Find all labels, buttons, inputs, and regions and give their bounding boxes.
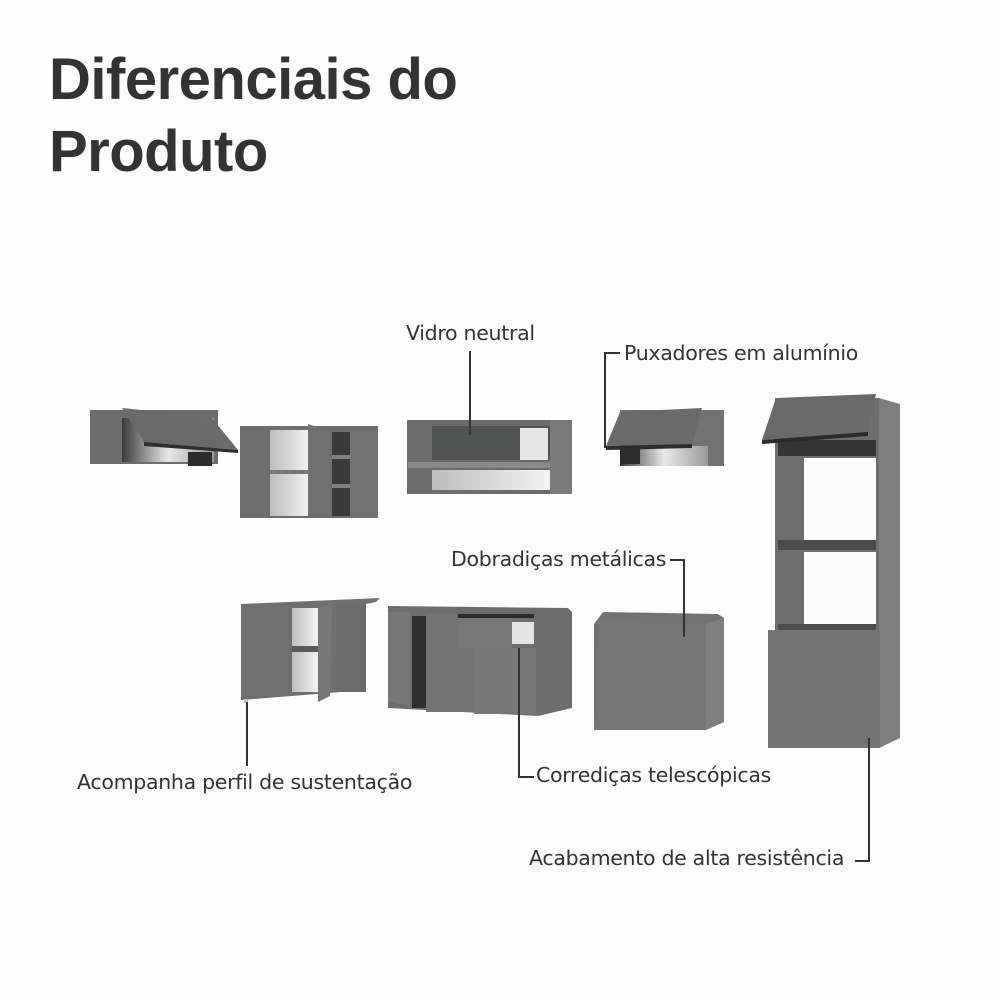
module-lower-drawer xyxy=(388,606,572,716)
callout-line-slides-v xyxy=(518,648,520,777)
module-tower-oven xyxy=(762,394,900,748)
feature-label-hinges: Dobradiças metálicas xyxy=(451,547,667,571)
callout-line-handles-h xyxy=(604,352,620,354)
callout-line-glass xyxy=(469,351,471,435)
feature-label-glass: Vidro neutral xyxy=(406,321,535,345)
feature-label-handles: Puxadores em alumínio xyxy=(624,341,858,365)
module-lower-corner xyxy=(241,598,380,703)
callout-line-finish-h xyxy=(855,860,870,862)
callout-line-support xyxy=(246,702,248,766)
title-line-1: Diferenciais do xyxy=(49,47,458,112)
title-line-2: Produto xyxy=(49,119,268,184)
callout-line-handles-v xyxy=(604,352,606,448)
module-lower-single-door xyxy=(594,612,724,730)
callout-line-hinges-v xyxy=(683,559,685,637)
page-title: Diferenciais do Produto xyxy=(49,44,458,188)
module-upper-flip-small xyxy=(606,408,724,466)
callout-line-slides-h xyxy=(518,776,534,778)
feature-label-support: Acompanha perfil de sustentação xyxy=(77,770,413,794)
module-upper-flip-left xyxy=(90,408,238,466)
callout-line-finish-v xyxy=(868,738,870,862)
module-upper-corner xyxy=(240,424,378,518)
feature-label-slides: Corrediças telescópicas xyxy=(536,763,772,787)
callout-line-hinges-h xyxy=(670,559,685,561)
feature-label-finish: Acabamento de alta resistência xyxy=(529,846,845,870)
module-upper-glass xyxy=(407,420,572,494)
